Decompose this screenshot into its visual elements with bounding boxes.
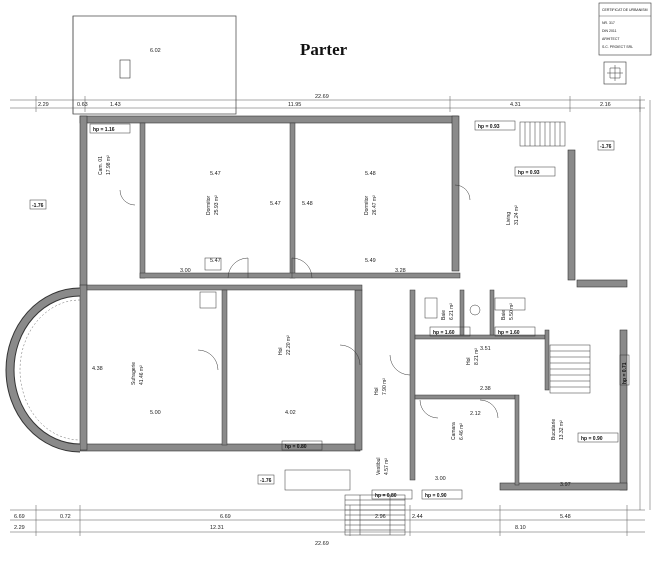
room-area: 5.50 m²	[509, 303, 515, 320]
room-area: 6.46 m²	[459, 423, 465, 440]
room-dim: 4.02	[285, 410, 296, 416]
room-label: Bucatarie	[551, 419, 557, 440]
approval-stamp: CERTIFICAT DE URBANISM NR. 317 DIN 2011 …	[598, 2, 652, 85]
hp-tag: hp = 0.93	[478, 124, 500, 130]
room-label: Camara	[451, 422, 457, 440]
stamp-line: NR. 317	[602, 21, 615, 25]
room-area: 13.32 m²	[559, 420, 565, 440]
room-area: 22.20 m²	[286, 335, 292, 355]
room-dim: 5.47	[270, 201, 281, 207]
annex-dim: 6.02	[150, 48, 161, 54]
room-dim: 5.47	[210, 258, 221, 264]
room-area: 17.98 m²	[106, 155, 112, 175]
room-dim: 5.48	[302, 201, 313, 207]
top-dim-d: 11.95	[288, 102, 301, 108]
room-area: 41.46 m²	[139, 365, 145, 385]
hp-tag: hp = 0.80	[375, 493, 397, 499]
room-label: Dormitor	[364, 195, 370, 215]
room-label: Baie	[501, 310, 507, 320]
room-dim: 5.48	[365, 171, 376, 177]
room-label: Hol	[374, 387, 380, 395]
room-dim: 3.97	[560, 482, 571, 488]
bottom-dim-d: 2.96	[375, 514, 386, 520]
stamp-line: ARHITECT	[602, 37, 620, 41]
bottom-dim-h: 12.31	[210, 525, 224, 531]
bathroom-fixtures	[199, 257, 526, 319]
top-dim-c: 1.43	[110, 102, 121, 108]
bottom-dim-i: 8.10	[515, 525, 526, 531]
room-label: Hol	[466, 357, 472, 365]
hp-tag: hp = 0.90	[581, 436, 603, 442]
bottom-dim-f: 5.48	[560, 514, 571, 520]
bottom-dim-total: 22.69	[315, 541, 329, 547]
interior-walls	[86, 122, 550, 486]
room-area: 6.21 m²	[449, 303, 455, 320]
room-area: 7.90 m²	[382, 378, 388, 395]
stamp-logo-icon	[603, 61, 627, 85]
room-label: Dormitor	[206, 195, 212, 215]
hp-tags	[89, 120, 630, 500]
room-labels: Cam. 01 17.98 m² Dormitor 25.93 m² Dormi…	[98, 155, 565, 475]
room-dim: 2.38	[480, 386, 491, 392]
right-dimension-lines	[639, 100, 651, 510]
hp-tag: hp = 0.80	[285, 444, 307, 450]
room-dim: 3.28	[395, 268, 406, 274]
exterior-walls	[79, 115, 628, 491]
top-dim-b: 0.63	[77, 102, 88, 108]
room-label: Hol	[278, 347, 284, 355]
bottom-dim-c: 6.69	[220, 514, 231, 520]
room-label: Vestibul	[376, 457, 382, 475]
doors	[119, 184, 499, 419]
room-area: 25.93 m²	[214, 195, 220, 215]
room-area: 31.24 m²	[514, 205, 520, 225]
stamp-line: CERTIFICAT DE URBANISM	[602, 8, 648, 12]
level-tags	[29, 140, 615, 485]
room-dimensions: 5.47 5.48 5.47 5.48 5.47 5.49 3.00 3.28 …	[92, 171, 571, 488]
room-dim: 5.49	[365, 258, 376, 264]
top-dim-e: 4.31	[510, 102, 521, 108]
room-dim: 5.00	[150, 410, 161, 416]
stamp-line: S.C. PROIECT SRL	[602, 45, 633, 49]
room-dim: 4.38	[92, 366, 103, 372]
room-dim: 3.51	[480, 346, 491, 352]
hp-tag: hp = 0.71	[622, 362, 628, 384]
terrace-annex	[72, 15, 237, 115]
top-dim-total: 22.69	[315, 94, 329, 100]
bottom-dim-e: 2.44	[412, 514, 423, 520]
level-tag: -1.76	[32, 203, 44, 209]
bottom-dimension-lines	[10, 505, 645, 536]
top-dim-a: 2.29	[38, 102, 49, 108]
hp-tag: hp = 1.60	[433, 330, 455, 336]
stairs-top	[519, 121, 566, 147]
room-dim: 2.12	[470, 411, 481, 417]
compass-icon	[119, 59, 131, 79]
hp-tag: hp = 1.60	[498, 330, 520, 336]
semicircular-bay	[5, 287, 81, 453]
level-tag: -1.76	[600, 144, 612, 150]
stairs-middle	[549, 344, 591, 394]
room-dim: 3.00	[180, 268, 191, 274]
stairs-entry	[284, 469, 406, 536]
room-area: 8.21 m²	[474, 348, 480, 365]
room-label: Living	[506, 212, 512, 225]
hp-tag: hp = 0.93	[518, 170, 540, 176]
room-label: Sufragerie	[131, 362, 137, 385]
bottom-dim-g: 2.29	[14, 525, 25, 531]
top-dim-f: 2.16	[600, 102, 611, 108]
bottom-dim-a: 6.69	[14, 514, 25, 520]
hp-tag: hp = 1.16	[93, 127, 115, 133]
room-area: 4.57 m²	[384, 458, 390, 475]
stamp-line: DIN 2011	[602, 29, 617, 33]
page-title: Parter	[300, 40, 348, 59]
hp-tag: hp = 0.90	[425, 493, 447, 499]
room-dim: 5.47	[210, 171, 221, 177]
room-label: Baie	[441, 310, 447, 320]
room-label: Cam. 01	[98, 156, 104, 175]
room-dim: 3.00	[435, 476, 446, 482]
level-tag: -1.76	[260, 478, 272, 484]
bottom-dim-b: 0.72	[60, 514, 71, 520]
room-area: 26.47 m²	[372, 195, 378, 215]
